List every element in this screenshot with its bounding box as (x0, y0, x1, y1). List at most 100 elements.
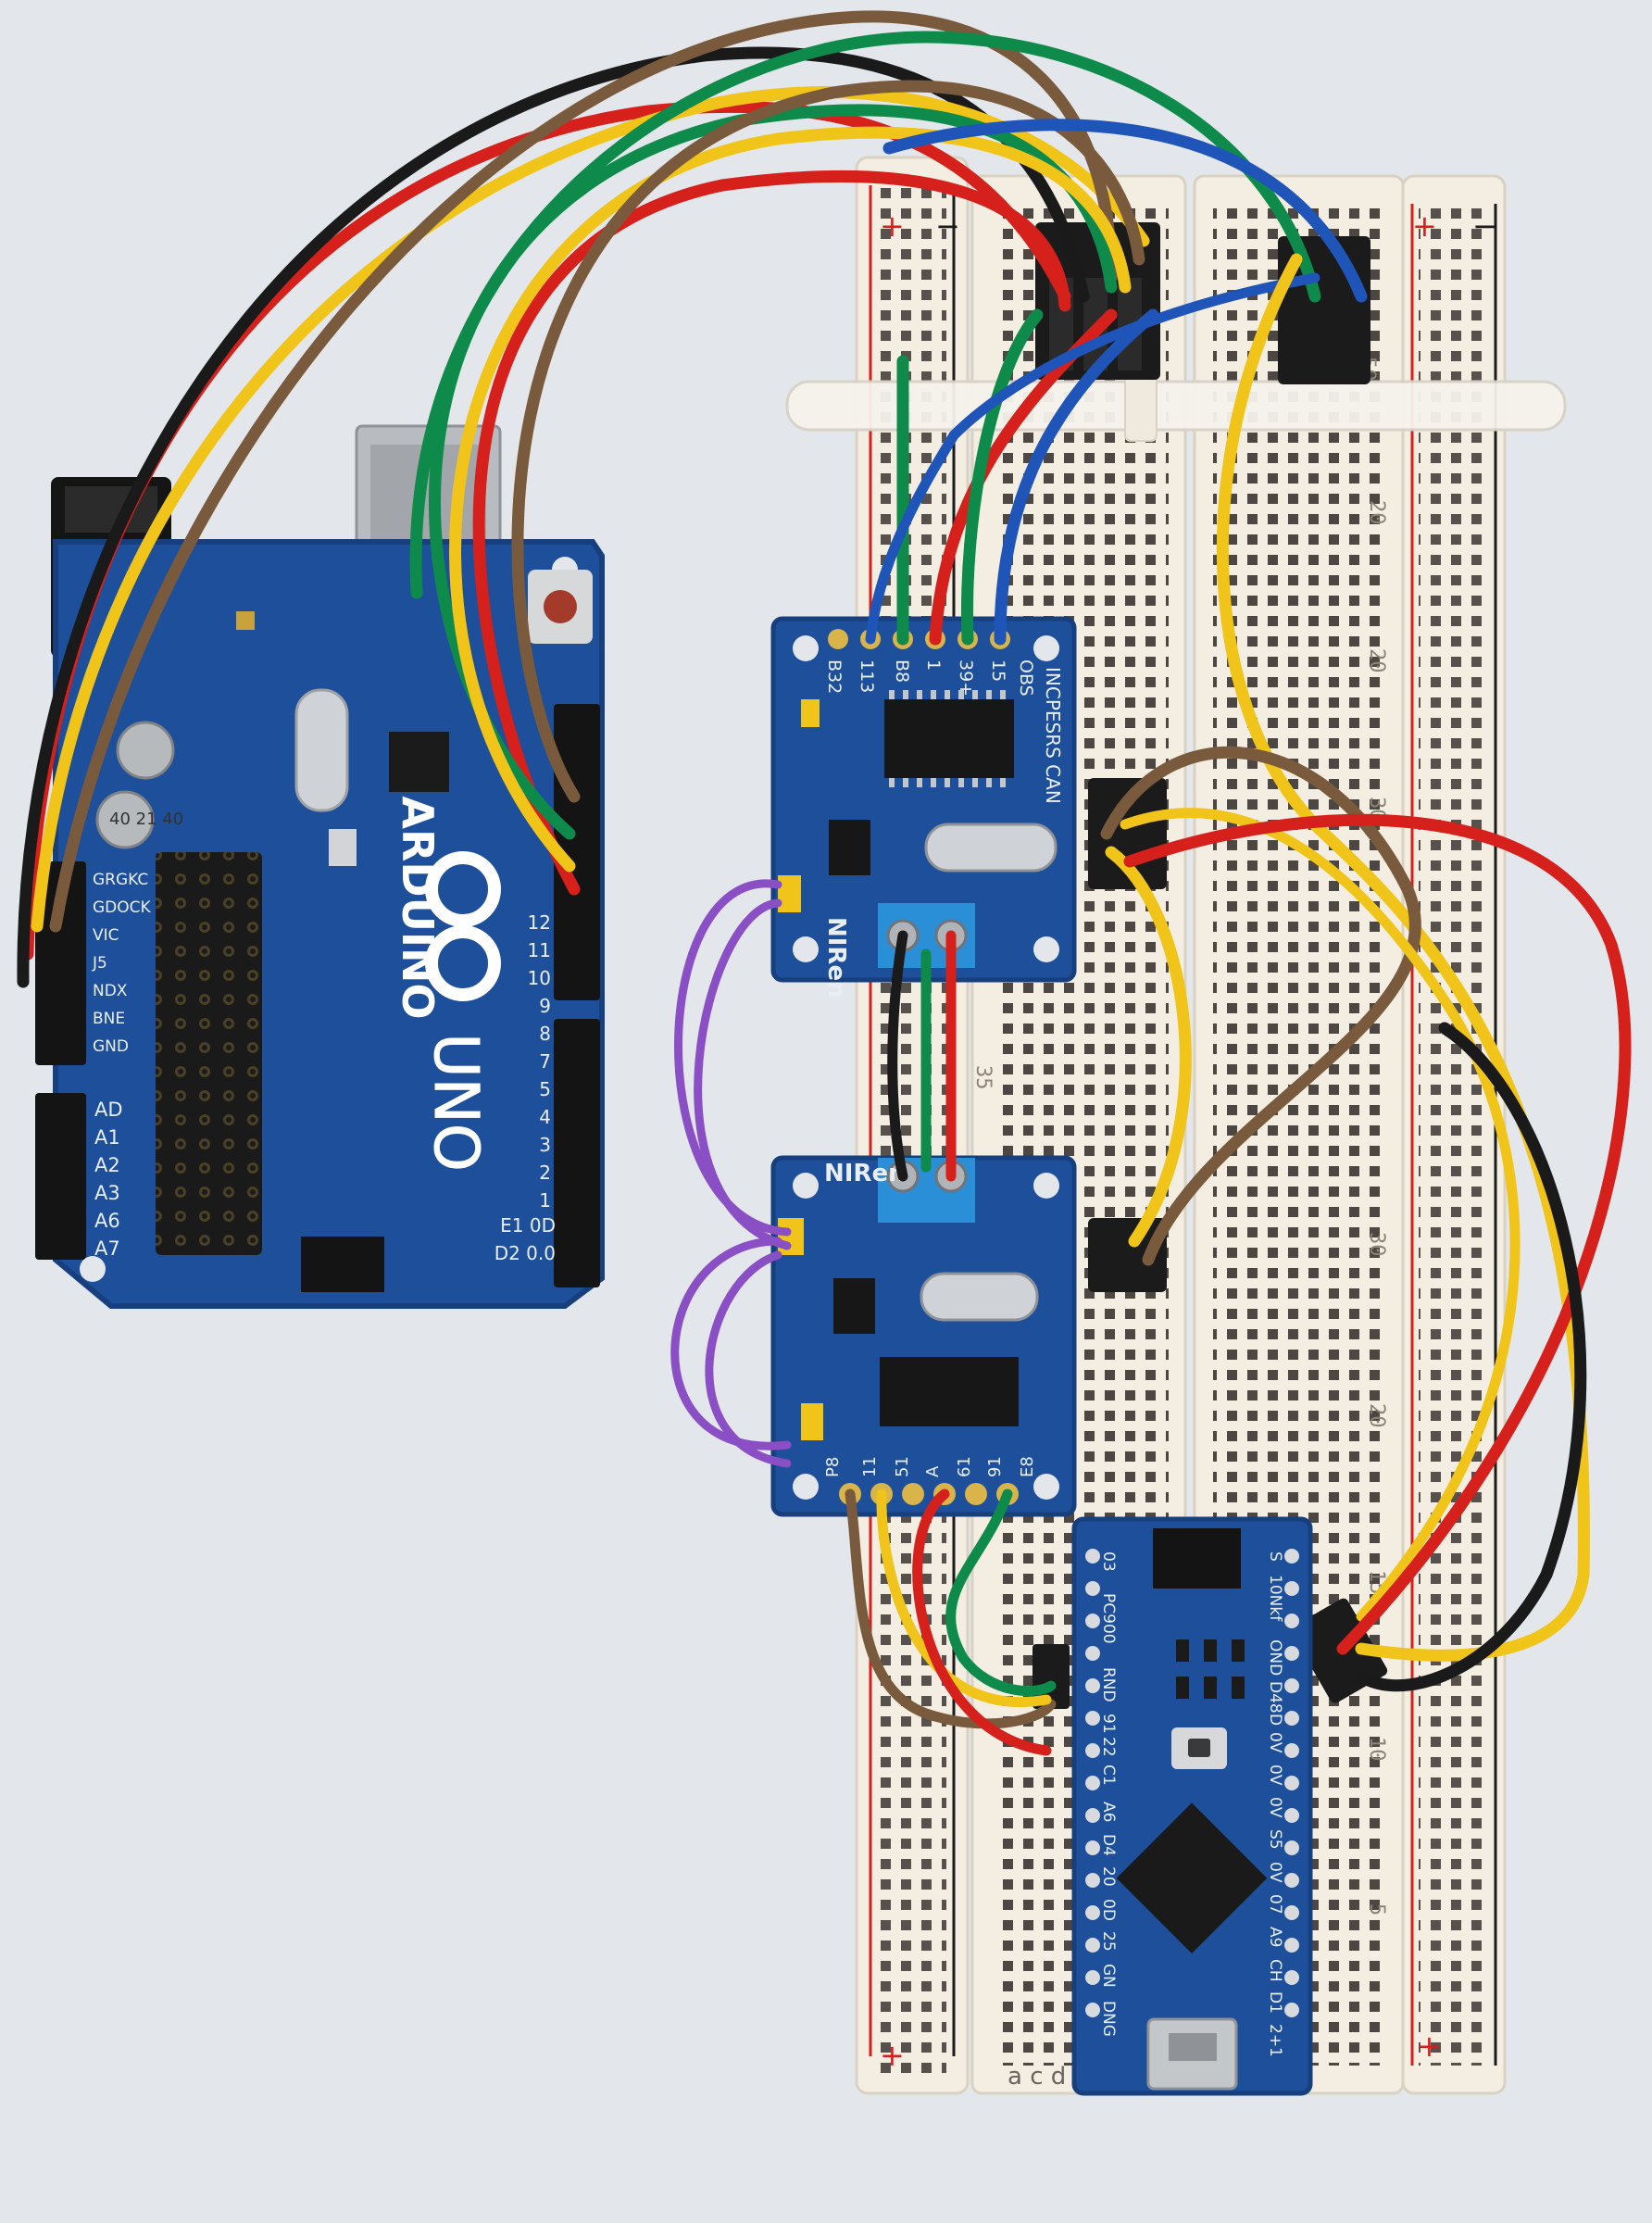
pin-label: 8 (539, 1023, 551, 1045)
wire-green (945, 1488, 1057, 1696)
pin-label: A3 (94, 1182, 120, 1204)
wire-brown (845, 1488, 1057, 1729)
can-controller-chip (880, 1357, 1019, 1426)
wire-black (1355, 1022, 1587, 1692)
pin-label: B8 (892, 659, 912, 683)
wire-blue (994, 308, 1159, 646)
pin-label: A9 (1266, 1927, 1284, 1947)
pin-label: 0D (1099, 1899, 1118, 1921)
pin-label: 15 (988, 659, 1008, 682)
pin-label: 2+1 (1266, 2024, 1284, 2057)
icsp-header (1153, 1528, 1241, 1589)
pin-label: 39+ (956, 659, 976, 697)
arduino-logo (425, 851, 501, 1001)
pin-label: 10Nkf (1266, 1575, 1284, 1622)
pin-label: 1 (539, 1189, 551, 1212)
wire-yellow (1105, 846, 1192, 1248)
wire-brown (49, 10, 1118, 933)
pin-label: D (1266, 1714, 1284, 1726)
pin-label: 91 (1099, 1714, 1118, 1734)
analog-header (35, 1093, 86, 1260)
pin-label: 0V (1266, 1797, 1284, 1818)
wire-blue (865, 272, 1320, 645)
wire-brown (511, 80, 1145, 803)
wire-blue (882, 119, 1368, 303)
wire-purple (694, 898, 792, 1250)
cable-tie (785, 380, 1567, 432)
row-number: 5 (1365, 1903, 1388, 1915)
pin-label: A7 (94, 1237, 120, 1260)
wire-black (887, 930, 908, 1182)
pin-label: 9 (539, 995, 551, 1017)
pin-label: 07 (1266, 1894, 1284, 1915)
module-title: INCPESRS CAN (1042, 667, 1064, 804)
pin-label: A1 (94, 1126, 120, 1149)
pin-label: 5 (539, 1078, 551, 1100)
can-module-top: B32 113 B8 1 39+ 15 OBS INCPESRS CAN NIR… (770, 616, 1077, 998)
pin-label: 0V (1266, 1732, 1284, 1753)
pin-label: 2 (539, 1162, 551, 1184)
pin-label: E8 (1018, 1456, 1037, 1477)
pin-label: C1 (1099, 1765, 1118, 1786)
transceiver-chip (833, 1278, 875, 1334)
rail-minus-label: − (1472, 208, 1497, 244)
pin-label: S (1266, 1551, 1284, 1562)
pin-label: NDX (93, 982, 128, 1000)
pin-label: B32 (824, 659, 845, 694)
row-number: 35 (971, 1065, 995, 1090)
pin-label: CH (1266, 1959, 1284, 1982)
pin-label: OBS (1016, 659, 1036, 697)
pin-label: P8 (823, 1457, 843, 1477)
pin-label: 113 (857, 659, 877, 693)
wire-yellow (1216, 253, 1590, 1662)
pin-label: 22 (1099, 1737, 1118, 1757)
pin-label: J5 (92, 954, 107, 973)
pin-label: 25 (1099, 1931, 1118, 1952)
row-number: 20 (1365, 1403, 1388, 1428)
can-controller-chip (884, 699, 1014, 778)
usb-chip (389, 732, 449, 792)
rail-plus-label: + (880, 2038, 905, 2073)
uno-model: UNO (420, 1033, 492, 1172)
pin-label: 4 (539, 1106, 551, 1128)
pin-label: AD (94, 1099, 123, 1121)
wire-green (961, 308, 1044, 646)
jumper-wires (17, 10, 1632, 1756)
pin-label: DNG (1099, 2001, 1118, 2037)
pin-label: S5 (1266, 1829, 1284, 1850)
pin-label: D2 0.0 (494, 1242, 556, 1264)
wire-yellow (876, 1488, 1052, 1707)
jumper (778, 875, 801, 912)
crystal (920, 1272, 1039, 1322)
pin-label: RND (1099, 1667, 1118, 1702)
pin-label: OND (1266, 1639, 1284, 1676)
rail-plus-label: + (1412, 208, 1437, 244)
rail-plus-label: + (1417, 2028, 1442, 2064)
icsp-header (301, 1237, 384, 1292)
capacitor-label: 40 21 40 (109, 810, 183, 829)
capacitor (95, 790, 155, 849)
pin-label: GDOCK (93, 898, 152, 917)
jumper (778, 1218, 804, 1255)
pin-label: 12 (528, 911, 551, 934)
pin-label: GRGKC (93, 871, 148, 889)
pin-label: 10 (528, 967, 551, 989)
pin-label: D48 (1266, 1681, 1284, 1714)
capacitor (116, 721, 175, 780)
pin-label: 3 (539, 1134, 551, 1156)
pin-label: D1 (1266, 1991, 1284, 2014)
pin-label: 61 (955, 1456, 974, 1477)
column-letters: a c d (1007, 2063, 1066, 2091)
transceiver-chip (829, 820, 870, 875)
pin-label: VIC (93, 926, 119, 945)
arduino-nano-board: 03 PC900 RND 91 22 C1 A6 D4 20 0D 25 GN … (1071, 1516, 1313, 2096)
wire-red (1123, 813, 1632, 1655)
crystal (924, 823, 1058, 873)
rail-plus-label: + (880, 208, 905, 244)
pin-label: A6 (1099, 1802, 1118, 1822)
can-module-bottom: NIRen P8 11 51 A 61 91 E8 (770, 1155, 1077, 1517)
pin-label: 11 (860, 1456, 880, 1477)
module-brand: NIRen (824, 1160, 906, 1187)
atmega-chip (1116, 1802, 1268, 1954)
